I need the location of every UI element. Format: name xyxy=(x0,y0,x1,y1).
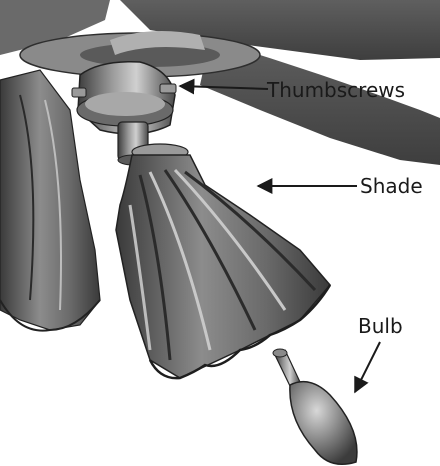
thumbscrews-label: Thumbscrews xyxy=(266,78,405,102)
bulb-label: Bulb xyxy=(358,314,403,338)
thumbscrew-right xyxy=(160,84,176,93)
bulb-arrow xyxy=(355,342,380,392)
light-bulb xyxy=(273,349,357,464)
glass-shade xyxy=(116,144,330,378)
shade-label: Shade xyxy=(360,174,423,198)
thumbscrew-left xyxy=(72,88,86,97)
